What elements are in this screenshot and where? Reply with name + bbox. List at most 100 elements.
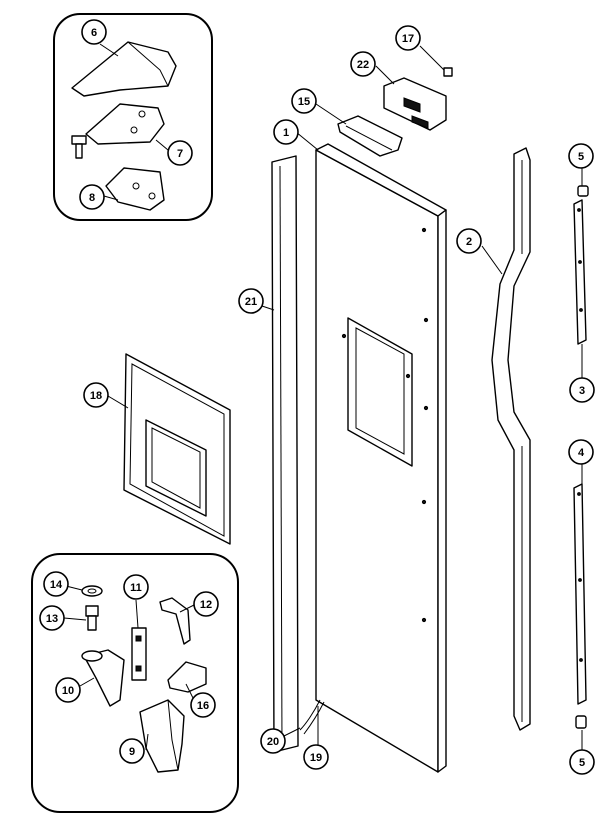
screw-dot: [423, 405, 429, 411]
block-group: [375, 65, 447, 131]
hinge-pin-stem: [75, 143, 83, 159]
upper-trim-group: [573, 168, 589, 378]
callout-2: 2: [456, 228, 482, 254]
bracket-hole: [135, 665, 142, 672]
callout-21: 21: [238, 288, 264, 314]
svg-text:10: 10: [62, 685, 74, 697]
shim-hole: [148, 192, 156, 200]
svg-text:11: 11: [130, 582, 142, 594]
hinge-hole: [138, 110, 146, 118]
svg-text:12: 12: [200, 599, 212, 611]
door-dispenser-cutout: [347, 317, 413, 467]
dispenser-trim-group: [107, 353, 231, 545]
svg-text:21: 21: [245, 296, 257, 308]
leader-10: [79, 677, 95, 687]
callout-9: 9: [119, 738, 145, 764]
lower-trim-strip: [573, 483, 587, 705]
leader-15: [315, 103, 347, 125]
screw-dot: [577, 208, 581, 212]
callout-10: 10: [55, 677, 81, 703]
svg-text:9: 9: [129, 746, 135, 758]
inset-frame-bottom: [31, 553, 239, 813]
washer-hole: [87, 588, 97, 594]
inset-bottom-hinge-group: [31, 553, 239, 813]
gasket-strip-group: [261, 155, 299, 753]
upper-trim-strip: [573, 199, 587, 345]
callout-22: 22: [350, 51, 376, 77]
hinge-plug-line: [345, 125, 393, 151]
leader-17: [419, 45, 445, 71]
svg-text:13: 13: [46, 613, 58, 625]
callout-5-top: 5: [568, 143, 594, 169]
leader-14: [65, 585, 83, 591]
leader-8: [103, 195, 119, 201]
washer-part: [81, 585, 103, 597]
shim-hole: [132, 182, 140, 190]
bushing-stem: [87, 615, 97, 631]
svg-text:2: 2: [466, 236, 472, 248]
screw-dot: [577, 492, 581, 496]
leader-9: [145, 733, 149, 751]
svg-text:22: 22: [357, 59, 369, 71]
screw-dot: [579, 308, 583, 312]
callout-11: 11: [123, 574, 149, 600]
callout-16: 16: [190, 692, 216, 718]
callout-17: 17: [395, 25, 421, 51]
svg-text:18: 18: [90, 390, 102, 402]
hinge-cover-edge: [127, 41, 169, 87]
dispenser-trim-inner: [129, 363, 225, 537]
dispenser-opening: [145, 419, 207, 517]
hinge-pin: [71, 135, 87, 145]
gasket-strip-line: [279, 165, 283, 749]
leader-22: [375, 65, 395, 85]
callout-20: 20: [260, 728, 286, 754]
hinge-cover-part: [71, 41, 177, 97]
bottom-hinge-pin: [81, 650, 103, 662]
hinge-base-cover-part: [139, 699, 185, 773]
bracket-hole: [135, 635, 142, 642]
hinge-plug-part: [337, 115, 403, 157]
svg-text:1: 1: [283, 127, 289, 139]
dispenser-opening-inner: [151, 427, 201, 509]
door-panel-group: [283, 131, 447, 773]
wire-harness: [299, 699, 321, 731]
callout-4: 4: [568, 439, 594, 465]
end-cap-bottom: [575, 715, 587, 729]
svg-text:8: 8: [89, 192, 95, 204]
door-dispenser-cutout-inner: [355, 327, 405, 455]
svg-text:17: 17: [402, 33, 414, 45]
leader-13: [63, 617, 87, 621]
door-handle-part: [491, 147, 531, 731]
hinge-plate-part: [159, 597, 191, 645]
svg-text:4: 4: [578, 447, 585, 459]
leader-1: [295, 131, 319, 151]
callout-7: 7: [167, 140, 193, 166]
door-panel-part: [315, 149, 439, 773]
callout-1: 1: [273, 119, 299, 145]
callout-13: 13: [39, 605, 65, 631]
clip-part: [167, 661, 207, 693]
svg-text:6: 6: [91, 27, 97, 39]
block-slot: [411, 115, 429, 129]
callout-6: 6: [81, 19, 107, 45]
callout-8: 8: [79, 184, 105, 210]
screw-dot: [423, 317, 429, 323]
callout-12: 12: [193, 591, 219, 617]
door-panel-side-edge: [437, 209, 447, 773]
base-cover-edge: [167, 699, 179, 771]
wire-harness: [303, 701, 325, 735]
svg-text:7: 7: [177, 148, 183, 160]
screw-dot: [405, 373, 411, 379]
leader-6: [99, 43, 119, 57]
screw-dot: [341, 333, 347, 339]
leader-2: [481, 245, 503, 275]
screw-dot: [579, 658, 583, 662]
inset-frame-top: [53, 13, 213, 221]
screw-dot: [578, 578, 582, 582]
callout-19: 19: [303, 744, 329, 770]
leader-18: [107, 395, 129, 409]
small-screw-group: [419, 45, 453, 77]
leader-21: [261, 305, 275, 311]
